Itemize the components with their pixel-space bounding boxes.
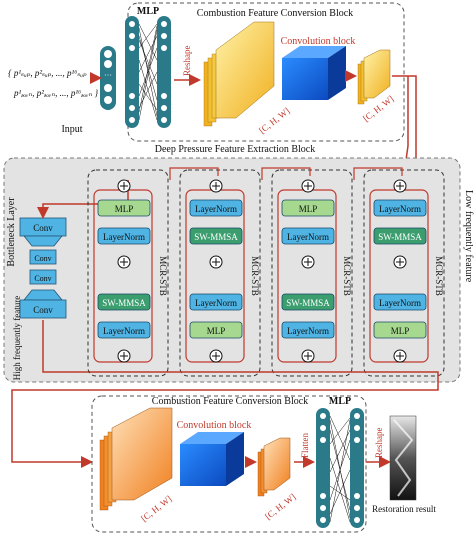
stb-block	[189, 227, 243, 245]
stb-block	[373, 293, 427, 311]
high-frequency-label: High frequently feature	[12, 296, 22, 380]
stb-unit-frame	[271, 169, 353, 377]
unit1-to-bottleneck-arrow	[37, 180, 129, 219]
stb-block	[281, 321, 335, 339]
low-frequency-label: Low frequently feature	[463, 190, 474, 283]
stb-block	[281, 227, 335, 245]
stb-block	[189, 199, 243, 217]
stb-block	[189, 321, 243, 339]
flatten-label: Flatten	[300, 433, 310, 458]
stb-block-label: MLP	[115, 204, 134, 214]
bottom-small-feature-stack	[257, 437, 291, 497]
unit2-to-unit1-arrow	[169, 167, 219, 180]
stb-block-label: LayerNorm	[103, 232, 145, 242]
stb-block-label: SW-MMSA	[194, 232, 238, 242]
stb-block-label: SW-MMSA	[286, 298, 330, 308]
restoration-result-image	[389, 415, 417, 501]
bottleneck-to-output-arrow	[42, 320, 128, 373]
stb-block	[97, 293, 151, 311]
bottom-shape-label-2: [C, H, W]	[263, 492, 297, 522]
bottleneck-conv-2: Conv	[34, 254, 51, 263]
bottom-conv-label: Convolution block	[177, 420, 252, 431]
top-reshape-label: Reshape	[182, 46, 192, 77]
top-conv-label: Convolution block	[281, 36, 356, 47]
restoration-label: Restoration result	[372, 504, 436, 514]
top-mlp-label: MLP	[137, 6, 159, 17]
bottom-block-title: Combustion Feature Conversion Block	[152, 396, 308, 407]
stb-block	[97, 199, 151, 217]
bottom-block-frame	[91, 395, 367, 533]
input-label: Input	[61, 124, 82, 135]
stb-block	[189, 293, 243, 311]
stb-block-label: MLP	[207, 326, 226, 336]
top-feature-stack	[203, 21, 275, 127]
stb-unit-label: MCR-STB	[250, 256, 260, 296]
stb-block-label: LayerNorm	[103, 326, 145, 336]
bottom-feature-stack	[99, 407, 173, 511]
stb-block-label: SW-MMSA	[102, 298, 146, 308]
stb-block	[373, 227, 427, 245]
result-reshape-label: Reshape	[374, 428, 384, 459]
top-shape-label-1: [C, H, W]	[257, 106, 291, 136]
stb-block	[281, 293, 335, 311]
stb-block-label: LayerNorm	[287, 326, 329, 336]
stb-block	[97, 227, 151, 245]
bottleneck-label: Bottleneck Layer	[6, 197, 17, 267]
bottleneck-conv-1: Conv	[33, 223, 53, 233]
input-formula-line2: p¹ₔₒᵥₙ, p²ₔₒᵥₙ, ..., p¹⁶ₔₒᵥₙ }	[13, 88, 99, 98]
middle-to-bottom-path	[11, 371, 439, 468]
stb-block-label: LayerNorm	[287, 232, 329, 242]
stb-block-label: MLP	[391, 326, 410, 336]
bottom-conv-cube	[180, 432, 244, 486]
stb-block	[373, 199, 427, 217]
stb-block	[281, 199, 335, 217]
svg-text:···: ···	[104, 71, 112, 80]
top-conv-cube	[282, 46, 346, 100]
stb-unit-frame	[179, 169, 261, 377]
top-mlp-network	[125, 16, 171, 128]
stb-block-label: MLP	[299, 204, 318, 214]
bottleneck-conv-4: Conv	[33, 305, 53, 315]
stb-units: MLPLayerNormSW-MMSALayerNormMCR-STBLayer…	[87, 169, 445, 377]
stb-unit-label: MCR-STB	[342, 256, 352, 296]
stb-block-label: LayerNorm	[195, 204, 237, 214]
stb-unit-label: MCR-STB	[434, 256, 444, 296]
unit4-to-unit3-arrow	[353, 167, 403, 180]
middle-block-title: Deep Pressure Feature Extraction Block	[155, 144, 316, 155]
stb-block-label: LayerNorm	[195, 298, 237, 308]
top-small-feature-stack	[357, 49, 391, 105]
unit3-to-unit2-arrow	[261, 167, 311, 180]
stb-block	[373, 321, 427, 339]
stb-block	[97, 321, 151, 339]
input-formula-line1: { p¹ₛᵤₚ, p²ₛᵤₚ, ..., p¹⁶ₛᵤₚ	[8, 68, 87, 78]
bottom-mlp-label: MLP	[329, 396, 351, 407]
bottleneck-conv-3: Conv	[34, 274, 51, 283]
input-node-column: ···	[100, 46, 116, 110]
stb-unit-frame	[87, 169, 169, 377]
stb-block-label: SW-MMSA	[378, 232, 422, 242]
top-to-middle-arrow	[400, 76, 412, 171]
stb-unit-frame	[363, 169, 445, 377]
middle-block-panel	[3, 157, 461, 383]
stb-block-label: LayerNorm	[379, 204, 421, 214]
stb-block-label: LayerNorm	[379, 298, 421, 308]
top-block-title: Combustion Feature Conversion Block	[197, 8, 353, 19]
bottom-shape-label-1: [C, H, W]	[139, 494, 173, 524]
bottleneck-layer	[19, 217, 67, 319]
bottom-mlp-network	[316, 408, 364, 528]
stb-unit-label: MCR-STB	[158, 256, 168, 296]
